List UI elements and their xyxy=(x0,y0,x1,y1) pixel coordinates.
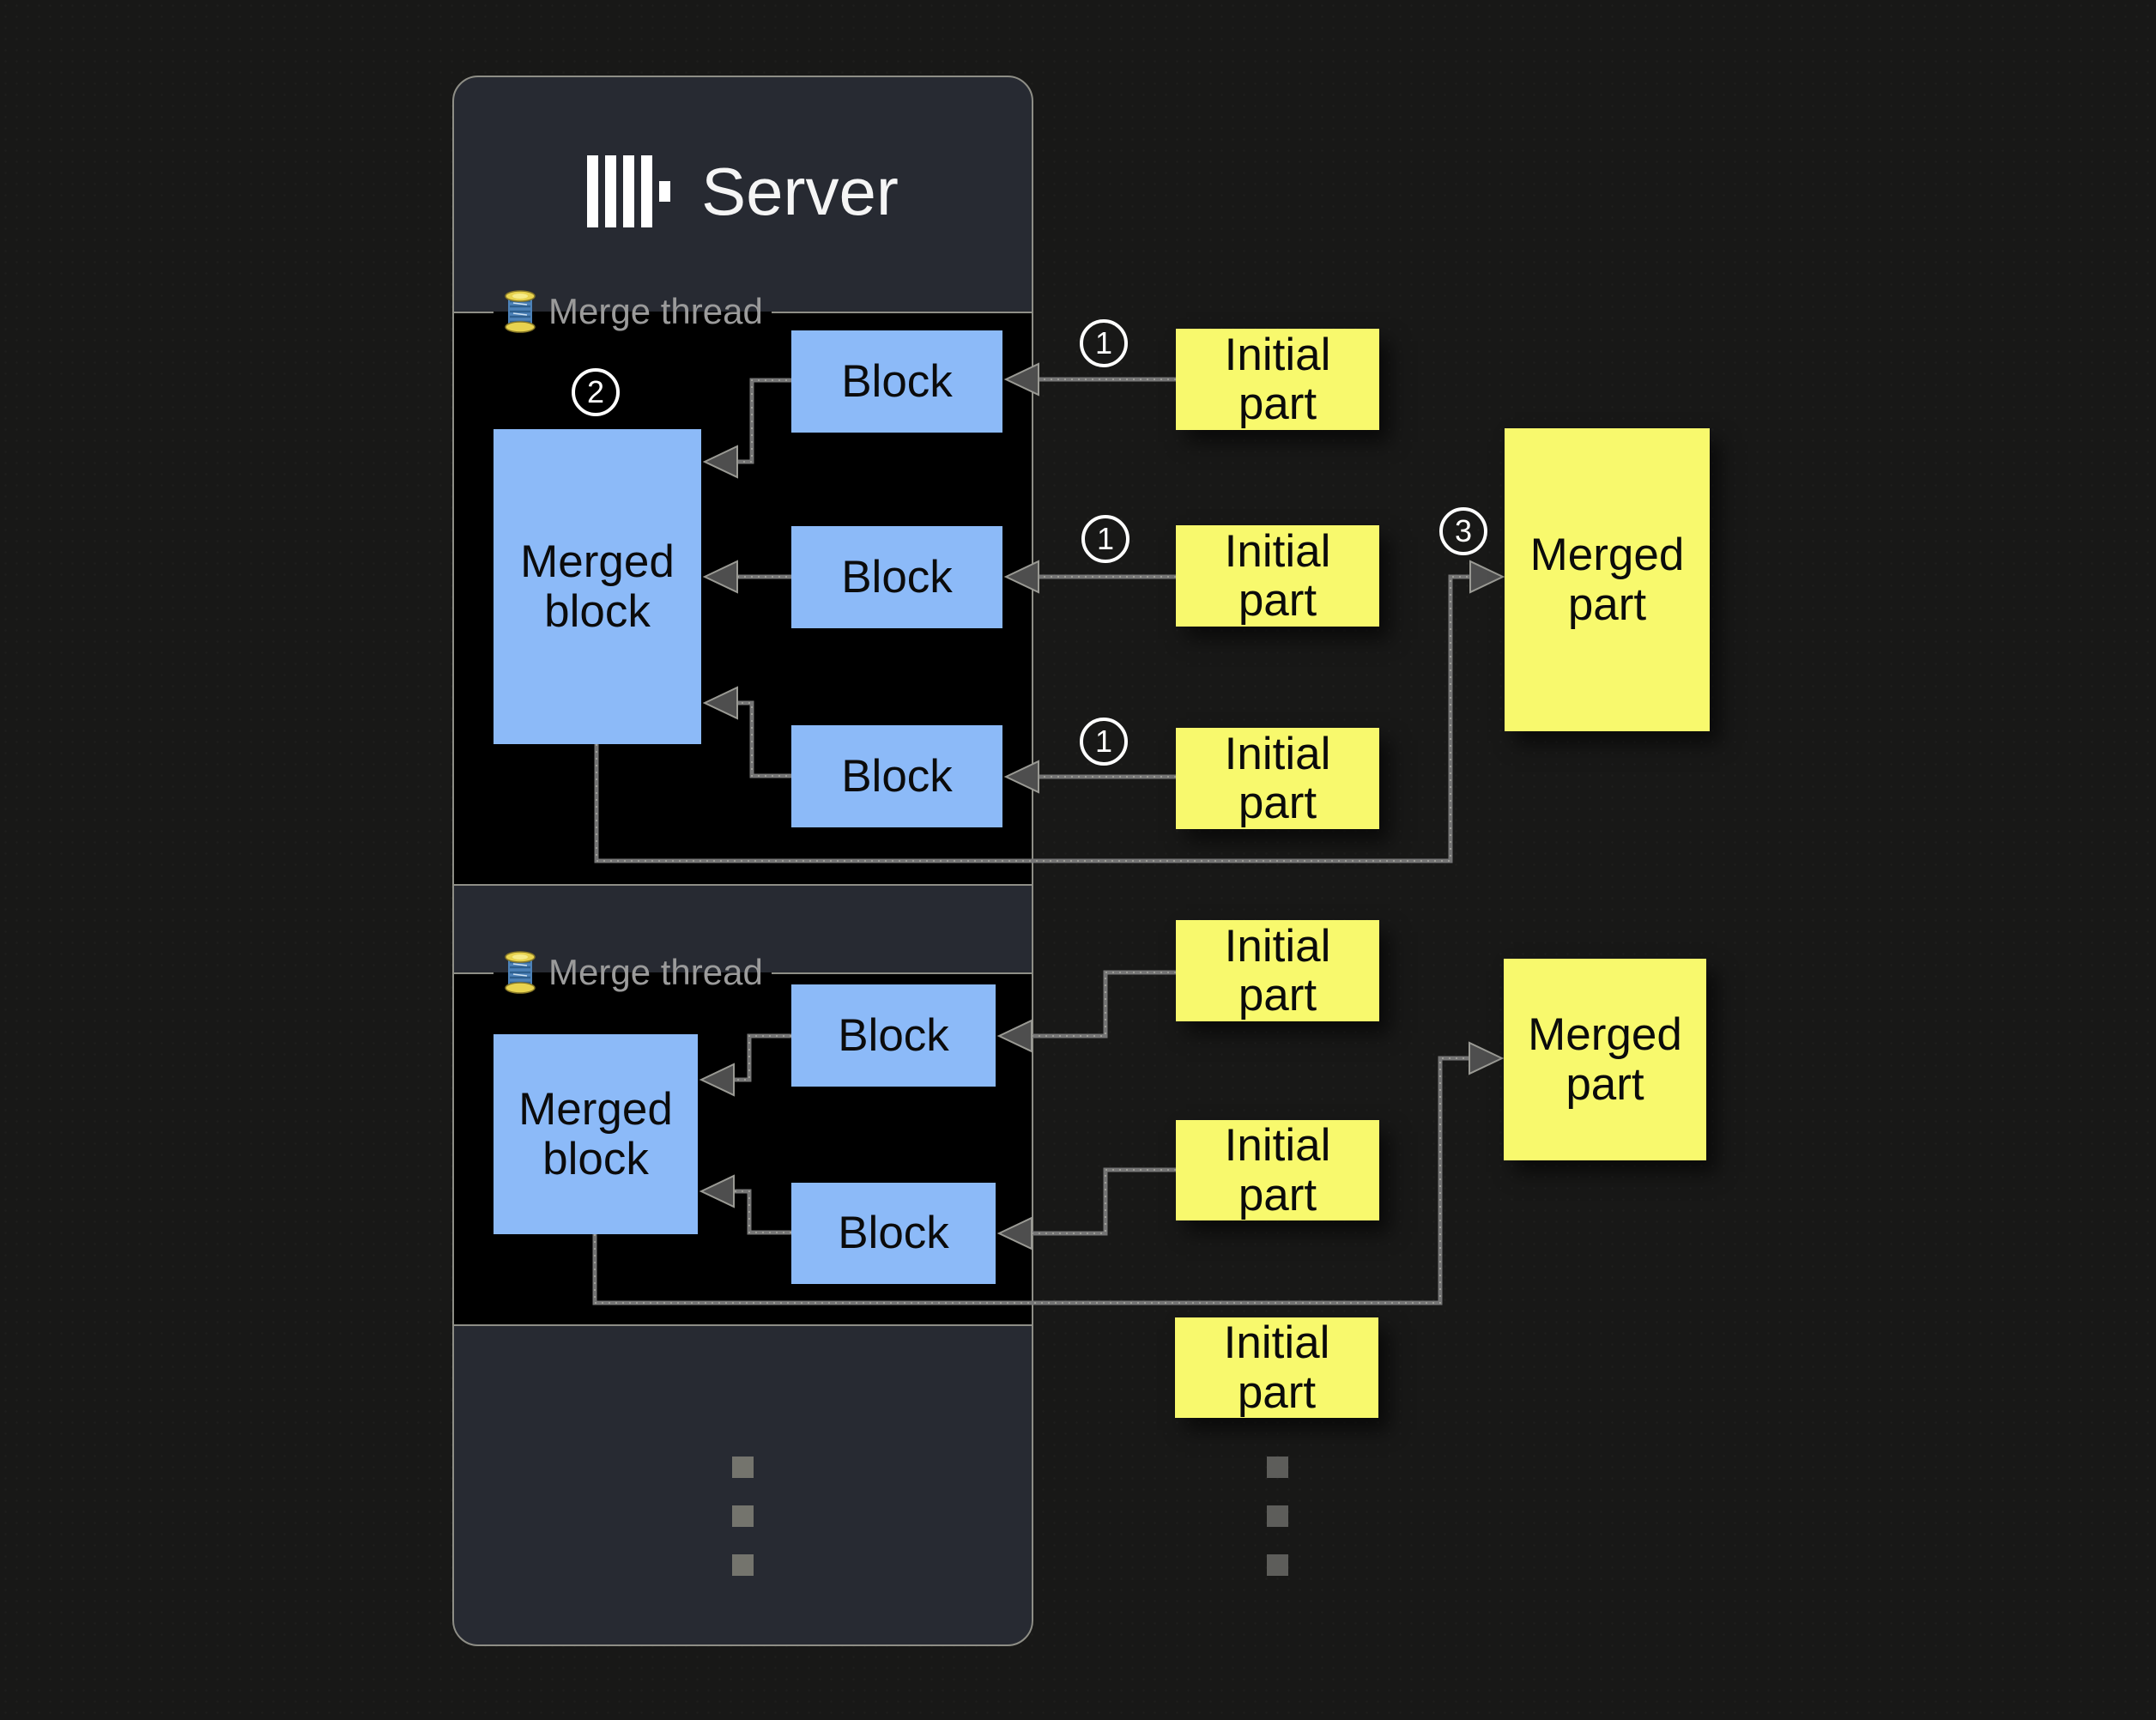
ellipsis-dot xyxy=(732,1505,754,1527)
ellipsis-dot xyxy=(732,1554,754,1576)
block-1-1: Block xyxy=(791,330,1002,433)
initial-part-1: Initial part xyxy=(1176,329,1379,430)
ellipsis-dot xyxy=(1267,1505,1288,1527)
merge-thread-legend-1: Merge thread xyxy=(494,290,772,333)
block-1-3: Block xyxy=(791,725,1002,827)
merged-block-2: Merged block xyxy=(494,1034,698,1234)
block-1-2: Block xyxy=(791,526,1002,628)
parts-continuation-ellipsis xyxy=(1267,1457,1288,1603)
step-1-badge: 1 xyxy=(1081,515,1129,563)
merge-thread-legend-2: Merge thread xyxy=(494,951,772,994)
merged-block-1: Merged block xyxy=(494,429,701,744)
merge-thread-label: Merge thread xyxy=(548,291,763,331)
ellipsis-dot xyxy=(1267,1554,1288,1576)
step-2-badge: 2 xyxy=(572,368,620,416)
block-2-1: Block xyxy=(791,984,996,1087)
server-title: Server xyxy=(701,154,899,229)
step-1-badge: 1 xyxy=(1080,718,1128,766)
initial-part-6: Initial part xyxy=(1175,1317,1378,1418)
merge-thread-label: Merge thread xyxy=(548,952,763,992)
merged-part-2: Merged part xyxy=(1504,959,1706,1160)
block-2-2: Block xyxy=(791,1183,996,1284)
thread-spool-icon xyxy=(505,951,536,994)
step-3-badge: 3 xyxy=(1439,507,1487,555)
ellipsis-dot xyxy=(732,1457,754,1478)
thread-spool-icon xyxy=(505,290,536,333)
server-continuation-ellipsis xyxy=(732,1457,754,1603)
step-1-badge: 1 xyxy=(1080,319,1128,367)
clickhouse-bars-logo-icon xyxy=(587,155,671,227)
initial-part-2: Initial part xyxy=(1176,525,1379,627)
ellipsis-dot xyxy=(1267,1457,1288,1478)
initial-part-5: Initial part xyxy=(1176,1120,1379,1220)
server-header: Server xyxy=(452,76,1033,307)
merged-part-1: Merged part xyxy=(1505,428,1710,731)
initial-part-4: Initial part xyxy=(1176,920,1379,1021)
initial-part-3: Initial part xyxy=(1176,728,1379,829)
